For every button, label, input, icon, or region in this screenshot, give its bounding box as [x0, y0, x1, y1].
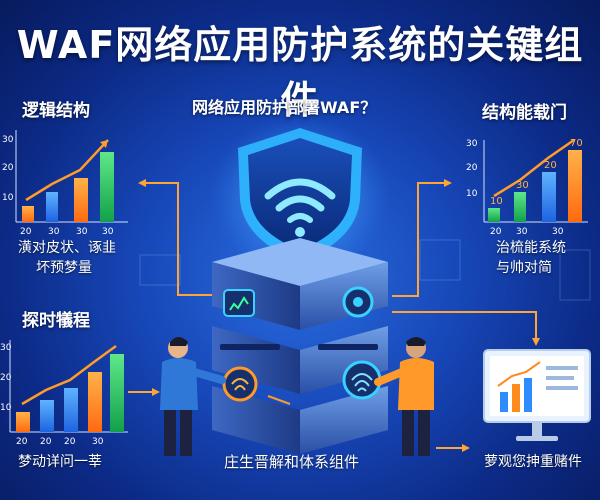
chart-bottom-left: 30 20 10 20 20 20 30	[0, 340, 128, 447]
data-label-1: 10	[490, 196, 503, 207]
fingerprint-icon	[222, 366, 258, 402]
center-header: 网络应用防护部署WAF？	[192, 98, 377, 117]
tick-y-10: 10	[2, 193, 14, 203]
svg-text:30: 30	[466, 139, 478, 149]
svg-text:30: 30	[0, 343, 12, 353]
bottom-right-caption: 萝观您抻重赌件	[484, 454, 582, 470]
monitor-chart-icon	[483, 349, 591, 441]
background-panels	[139, 239, 591, 301]
svg-text:10: 10	[466, 189, 478, 199]
top-left-caption-1: 潢对皮状、诼韭	[18, 240, 116, 256]
monitor-module-icon	[223, 289, 255, 317]
server-stack-icon	[212, 238, 388, 454]
bar-1	[22, 206, 34, 222]
bottom-center-caption: 庄生晋解和体系组件	[224, 453, 360, 471]
bar-4	[568, 150, 582, 222]
bar-3	[74, 178, 88, 222]
trend-arrow-head	[100, 140, 108, 148]
bar-2	[514, 192, 526, 222]
page-title: WAF网络应用防护系统的关键组件	[16, 23, 584, 122]
bar-3	[542, 172, 556, 222]
bottom-left-label: 探时犠程	[22, 311, 90, 331]
svg-text:20: 20	[490, 227, 502, 237]
person-icon-left	[160, 337, 226, 456]
bar-2	[46, 192, 58, 222]
data-label-3: 20	[544, 160, 557, 171]
tick-y-20: 20	[2, 163, 14, 173]
svg-text:30: 30	[552, 227, 564, 237]
top-right-caption-2: 与帅对简	[496, 260, 552, 276]
svg-text:10: 10	[0, 403, 12, 413]
svg-text:30: 30	[516, 227, 528, 237]
tick-x-2: 30	[48, 227, 60, 237]
svg-text:20: 20	[466, 163, 478, 173]
top-right-label: 结构能载门	[482, 103, 567, 123]
trend-line	[25, 139, 109, 202]
data-label-4: 70	[570, 138, 583, 149]
trend-line	[493, 138, 575, 198]
chart-top-right: 30 20 10 10 30 20 70 20 30 30	[466, 138, 588, 237]
svg-text:20: 20	[40, 437, 52, 447]
svg-text:30: 30	[92, 437, 104, 447]
bar-1	[488, 208, 500, 222]
bottom-left-caption: 梦动详问一莘	[18, 454, 102, 470]
svg-text:20: 20	[0, 373, 12, 383]
tick-x-1: 20	[20, 227, 32, 237]
bar-4	[100, 152, 114, 222]
tick-x-4: 30	[102, 227, 114, 237]
tick-x-3: 30	[76, 227, 88, 237]
connector-arrows	[128, 179, 540, 452]
data-label-2: 30	[516, 180, 529, 191]
person-icon-right	[374, 337, 434, 456]
top-right-caption-1: 治梳能系统	[496, 240, 566, 256]
tick-y-30: 30	[2, 135, 14, 145]
svg-text:20: 20	[64, 437, 76, 447]
svg-text:20: 20	[16, 437, 28, 447]
chart-top-left: 30 20 10 20 30 30 30	[2, 130, 128, 237]
shield-wifi-icon	[210, 115, 390, 275]
top-left-caption-2: 坏预梦量	[36, 260, 92, 276]
top-left-label: 逻辑结构	[22, 101, 90, 121]
